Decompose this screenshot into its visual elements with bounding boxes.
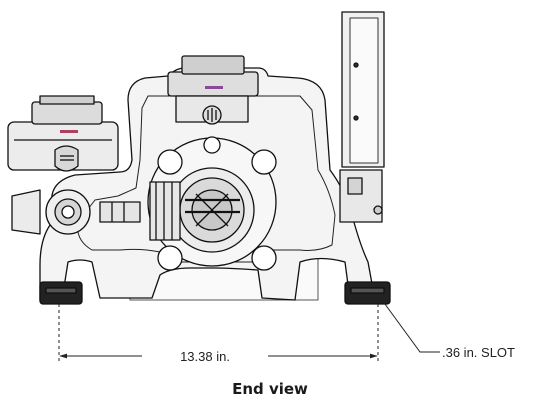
slot-leader <box>381 299 440 353</box>
width-dimension <box>58 304 379 362</box>
machine-body <box>7 11 391 305</box>
figure-caption: End view <box>232 380 308 398</box>
accent-mark-top <box>205 86 223 89</box>
width-dimension-label: 13.38 in. <box>180 349 230 364</box>
accent-mark-left <box>60 130 78 133</box>
slot-dimension-label: .36 in. SLOT <box>442 345 515 360</box>
